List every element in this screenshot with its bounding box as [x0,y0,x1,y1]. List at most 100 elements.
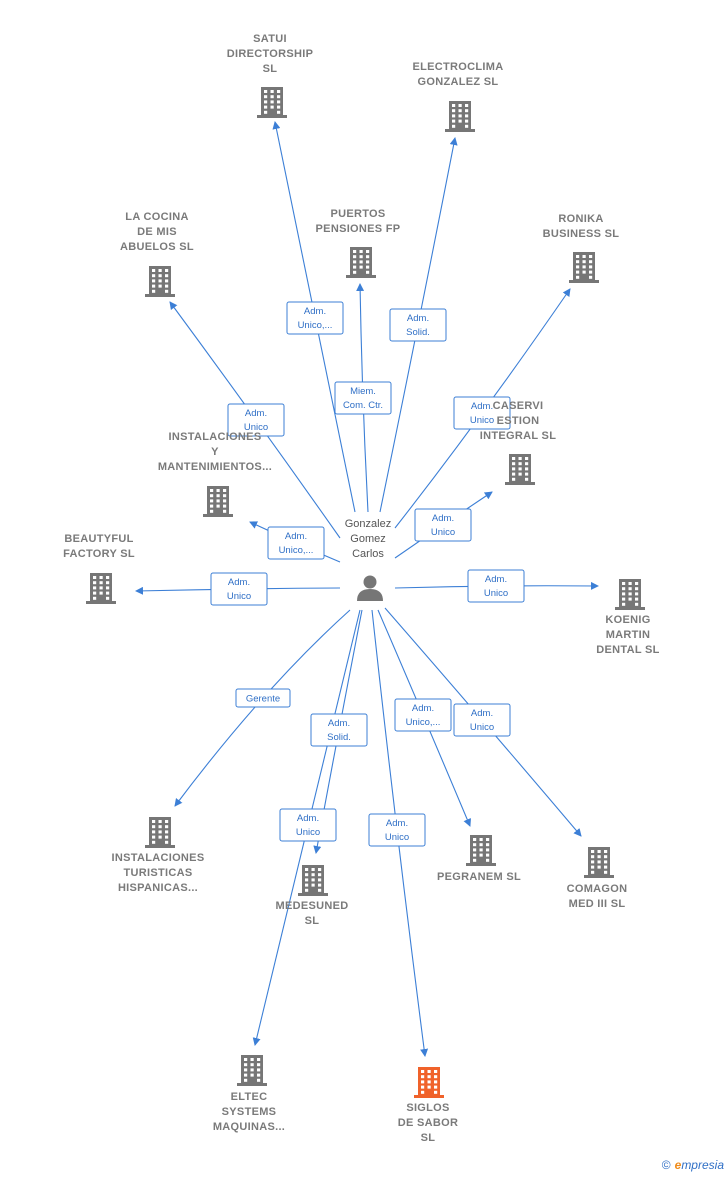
role-label: Adm. [245,408,267,419]
company-label: LA COCINA [125,211,188,223]
company-label: PUERTOS [330,208,385,220]
company-label: CASERVI [493,400,544,412]
role-label: Solid. [327,732,351,743]
building-icon [445,101,475,132]
company-label: MEDESUNED [276,900,349,912]
company-label: INSTALACIONES [112,852,205,864]
role-label: Com. Ctr. [343,400,383,411]
building-icon [298,865,328,896]
role-badge-box [279,808,337,842]
role-label: Miem. [350,386,376,397]
company-label: SYSTEMS [222,1106,277,1118]
company-node-instalaciones-tur[interactable]: INSTALACIONESTURISTICASHISPANICAS... [112,817,205,894]
role-badge-instalaciones-mant[interactable]: Adm.Unico,... [267,526,325,560]
building-icon [237,1055,267,1086]
role-badge-box [267,526,325,560]
role-badge-caservi[interactable]: Adm. Unico [414,508,472,542]
company-label: KOENIG [605,614,650,626]
role-badge-electroclima[interactable]: Adm. Solid. [389,308,447,342]
role-label: Unico [470,722,494,733]
role-badge-box [368,813,426,847]
role-label: Unico [296,827,320,838]
role-badge-instalaciones-tur[interactable]: Gerente [235,688,291,708]
company-node-pegranem[interactable]: PEGRANEM SL [437,835,521,883]
role-label: Unico [244,422,268,433]
company-label: PENSIONES FP [316,223,401,235]
person-label: Gonzalez [345,518,391,530]
role-badge-box [334,381,392,415]
role-badge-cocina[interactable]: Adm. Unico [227,403,285,437]
role-label: Adm. [432,513,454,524]
company-label: DE SABOR [398,1117,458,1129]
company-label: DIRECTORSHIP [227,48,314,60]
company-label: SL [305,915,320,927]
role-label: Adm. [304,306,326,317]
company-label: PEGRANEM SL [437,871,521,883]
company-label: FACTORY SL [63,548,135,560]
role-label: Adm. [386,818,408,829]
role-label: Unico [431,527,455,538]
role-badge-koenig[interactable]: Adm. Unico [467,569,525,603]
role-label: Unico,... [279,545,314,556]
role-label: Unico [385,832,409,843]
role-label: Unico [484,588,508,599]
company-label: INTEGRAL SL [480,430,556,442]
role-badge-box [389,308,447,342]
relation-edge-instalaciones-tur [174,609,351,807]
building-icon [145,817,175,848]
role-label: Adm. [471,708,493,719]
company-node-ronika[interactable]: RONIKA BUSINESS SL [543,213,620,283]
company-label: MAQUINAS... [213,1121,285,1133]
company-node-instalaciones-mant[interactable]: INSTALACIONESYMANTENIMIENTOS... [158,431,272,517]
role-label: Adm. [485,574,507,585]
role-badge-siglos[interactable]: Adm. Unico [368,813,426,847]
building-icon [584,847,614,878]
role-label: Unico,... [406,717,441,728]
role-badge-box [414,508,472,542]
role-label: Unico [470,415,494,426]
role-badge-box [467,569,525,603]
building-icon [569,252,599,283]
role-badge-box [453,396,511,430]
company-node-puertos[interactable]: PUERTOS PENSIONES FP [316,208,401,278]
building-icon [86,573,116,604]
building-icon [346,247,376,278]
role-badge-beautyful[interactable]: Adm.Unico [210,572,268,606]
building-icon [615,579,645,610]
role-label: Solid. [406,327,430,338]
building-icon [505,454,535,485]
role-label: Adm. [412,703,434,714]
role-badge-ronika[interactable]: Adm.Unico [453,396,511,430]
company-label: COMAGON [567,883,628,895]
role-badge-satui[interactable]: Adm. Unico,... [286,301,344,335]
role-badge-puertos[interactable]: Miem. Com. Ctr. [334,381,392,415]
role-badge-eltec[interactable]: Adm. Unico [279,808,337,842]
role-badge-pegranem[interactable]: Adm. Unico,... [394,698,452,732]
role-label: Unico [227,591,251,602]
company-label: SL [263,63,278,75]
company-node-medesuned[interactable]: MEDESUNED SL [276,865,349,927]
company-label: BUSINESS SL [543,228,620,240]
role-label: Adm. [407,313,429,324]
role-badge-comagon[interactable]: Adm. Unico [453,703,511,737]
company-node-beautyful[interactable]: BEAUTYFUL FACTORY SL [63,533,135,604]
company-node-eltec[interactable]: ELTECSYSTEMSMAQUINAS... [213,1055,285,1133]
role-label: Adm. [297,813,319,824]
role-badge-medesuned[interactable]: Adm.Solid. [310,713,368,747]
building-icon [203,486,233,517]
company-label: MARTIN [606,629,651,641]
company-label: BEAUTYFUL [64,533,133,545]
role-label: Gerente [246,694,280,705]
brand-watermark: ©empresia [661,1158,724,1172]
role-label: Unico,... [298,320,333,331]
company-label: RONIKA [558,213,603,225]
company-label: ELECTROCLIMA [413,61,504,73]
